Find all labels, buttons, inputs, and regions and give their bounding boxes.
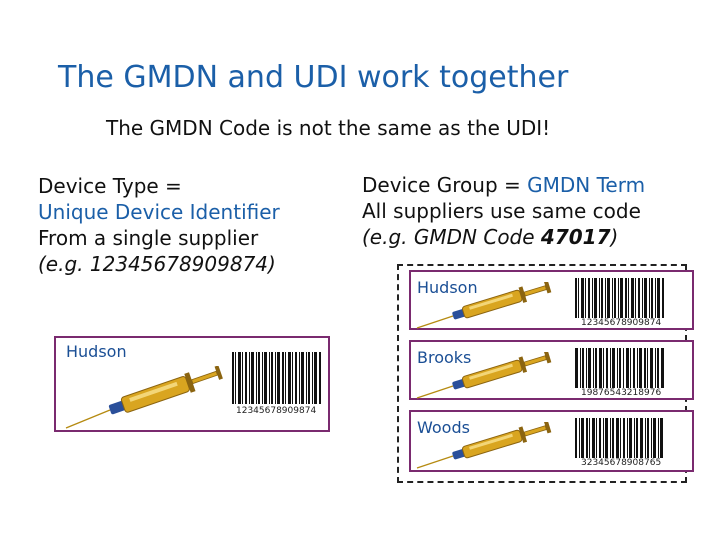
device-card-brooks: Brooks 19876543218976 <box>409 340 694 400</box>
syringe-icon <box>416 352 552 399</box>
same-code-line: All suppliers use same code <box>362 199 641 223</box>
device-group-text: Device Group = GMDN Term All suppliers u… <box>362 172 645 250</box>
udi-code: 12345678909874 <box>236 406 317 416</box>
device-card-hudson: Hudson 12345678909874 <box>409 270 694 330</box>
udi-example-line: (e.g. 12345678909874) <box>38 252 276 276</box>
barcode-icon <box>232 352 321 404</box>
supplier-name: Brooks <box>417 348 472 367</box>
supplier-name: Hudson <box>66 342 127 361</box>
supplier-name: Hudson <box>417 278 478 297</box>
udi-code: 32345678908765 <box>581 458 662 468</box>
slide-title: The GMDN and UDI work together <box>58 60 569 95</box>
udi-code: 12345678909874 <box>581 318 662 328</box>
device-card-woods: Woods 32345678908765 <box>409 410 694 472</box>
barcode-icon <box>575 348 664 388</box>
barcode-icon <box>575 418 663 458</box>
syringe-icon <box>416 422 552 469</box>
syringe-icon <box>65 366 223 429</box>
supplier-name: Woods <box>417 418 470 437</box>
barcode-icon <box>575 278 664 318</box>
single-supplier-line: From a single supplier <box>38 226 259 250</box>
gmdn-term-label: GMDN Term <box>527 173 646 197</box>
device-group-line: Device Group = GMDN Term <box>362 173 646 197</box>
udi-device-card: Hudson 12345678909874 <box>54 336 330 432</box>
gmdn-code-value: 47017 <box>540 225 611 249</box>
device-type-line: Device Type = <box>38 174 182 198</box>
gmdn-example-line: (e.g. GMDN Code 47017) <box>362 225 619 249</box>
slide-subtitle: The GMDN Code is not the same as the UDI… <box>106 116 551 140</box>
udi-line: Unique Device Identifier <box>38 200 280 224</box>
syringe-icon <box>416 282 552 329</box>
udi-code: 19876543218976 <box>581 388 662 398</box>
device-type-text: Device Type = Unique Device Identifier F… <box>38 173 280 277</box>
